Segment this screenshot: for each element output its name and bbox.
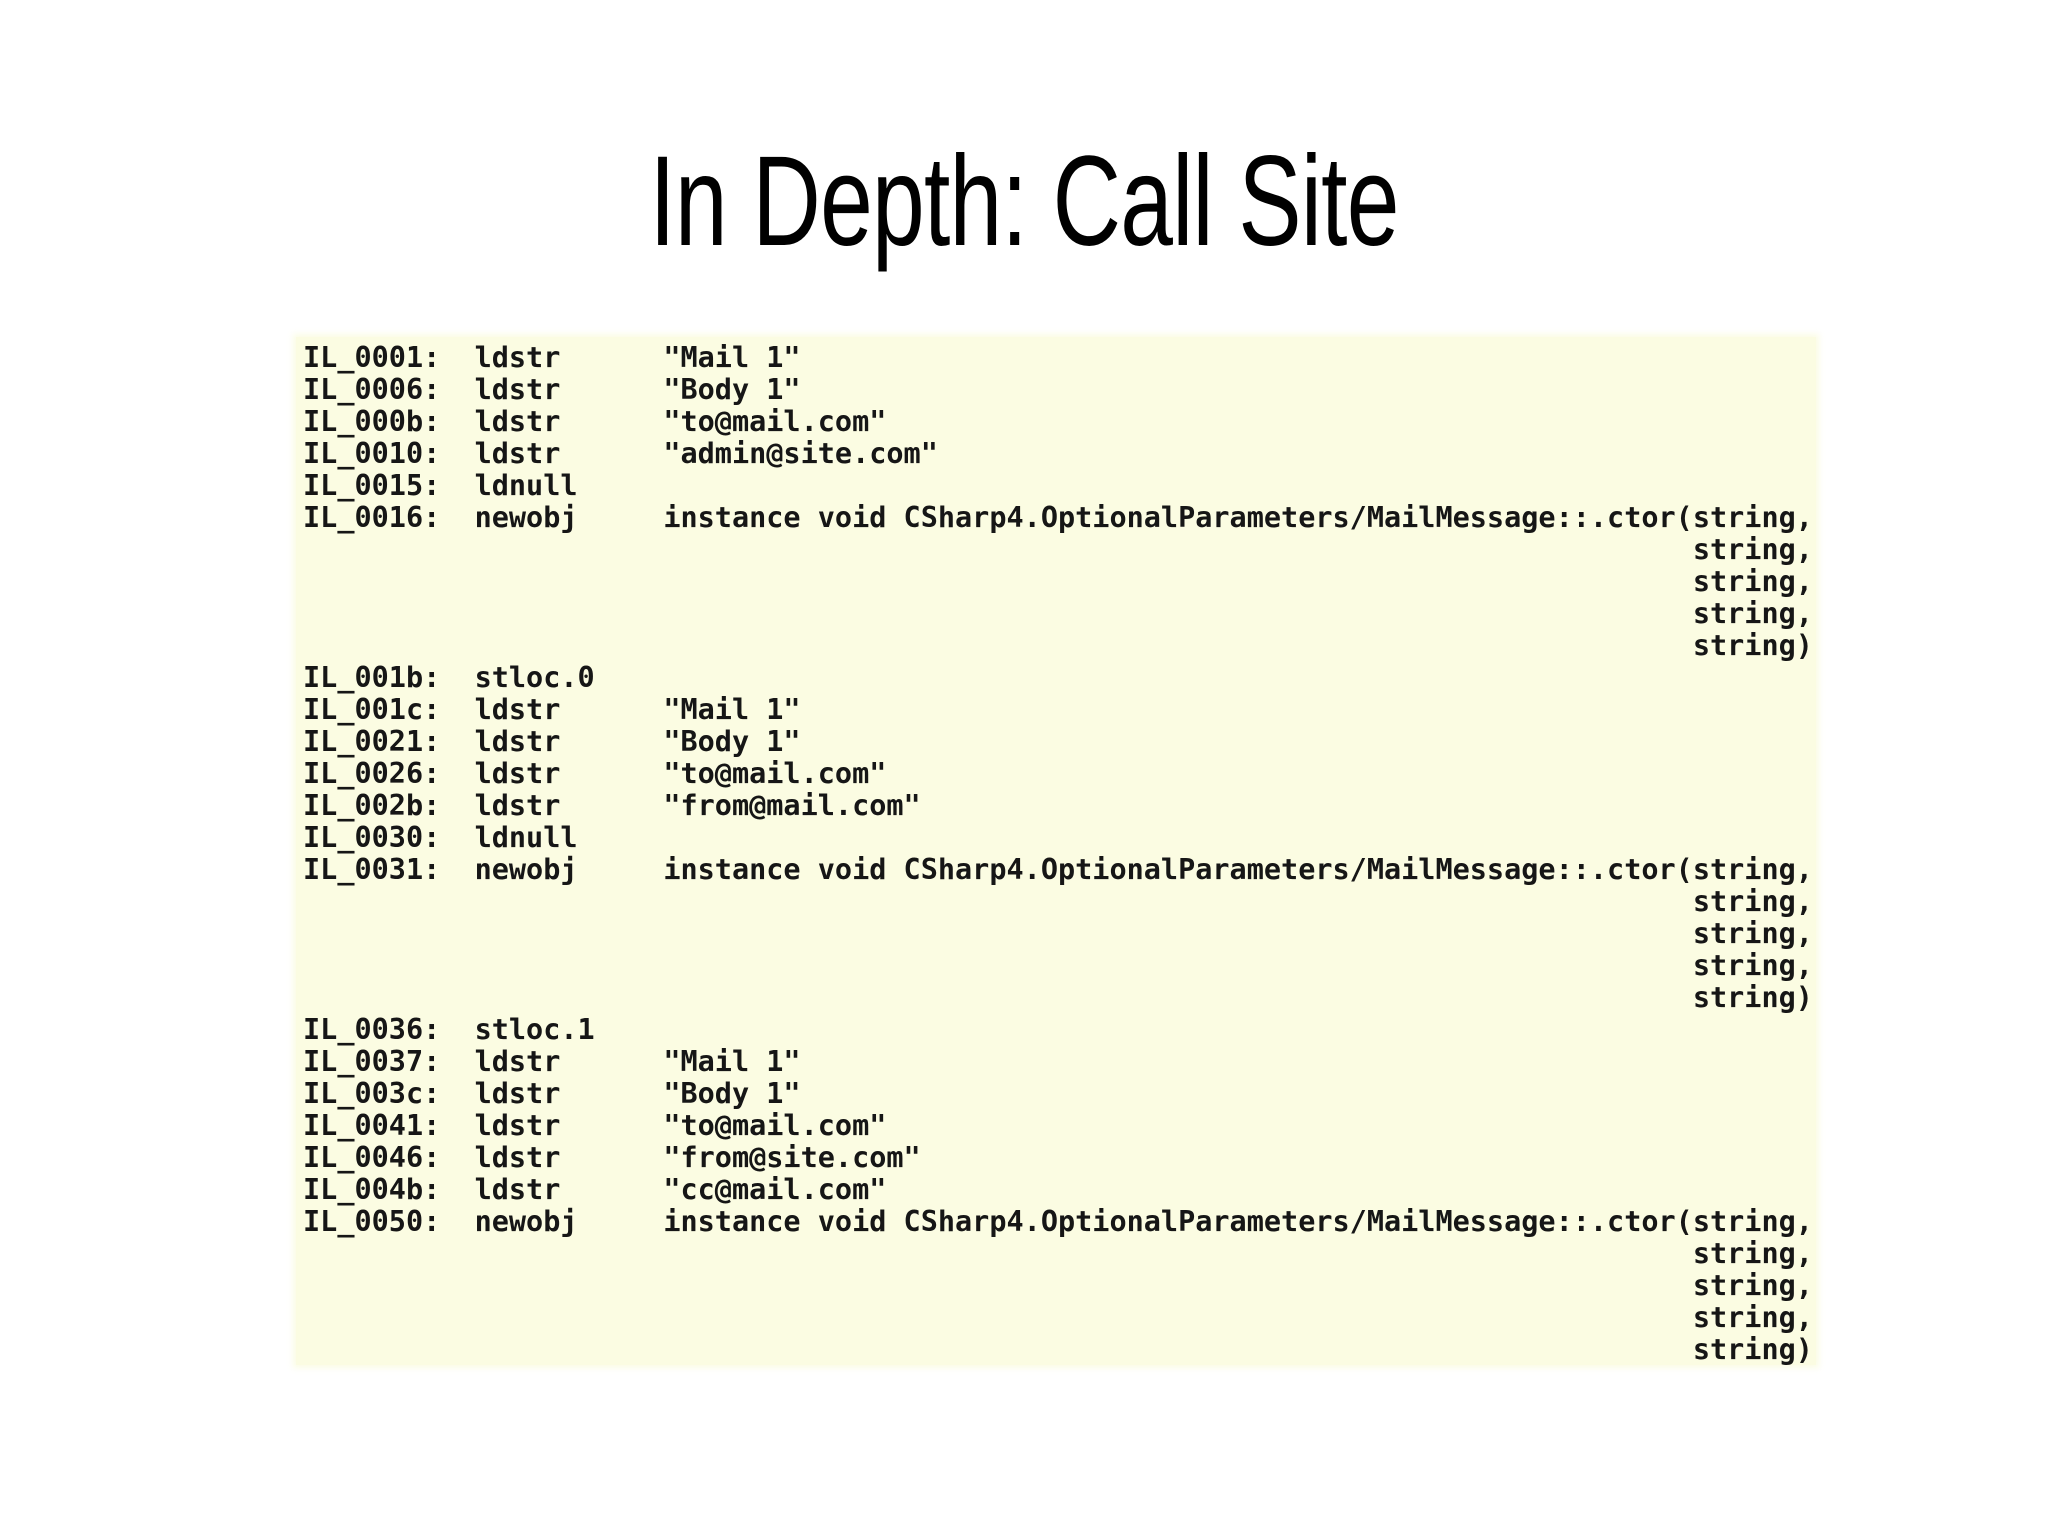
il-code-text: IL_0001: ldstr "Mail 1" IL_0006: ldstr "…: [303, 341, 1813, 1366]
il-disassembly-panel: IL_0001: ldstr "Mail 1" IL_0006: ldstr "…: [296, 337, 1816, 1366]
slide-title: In Depth: Call Site: [649, 130, 1399, 273]
